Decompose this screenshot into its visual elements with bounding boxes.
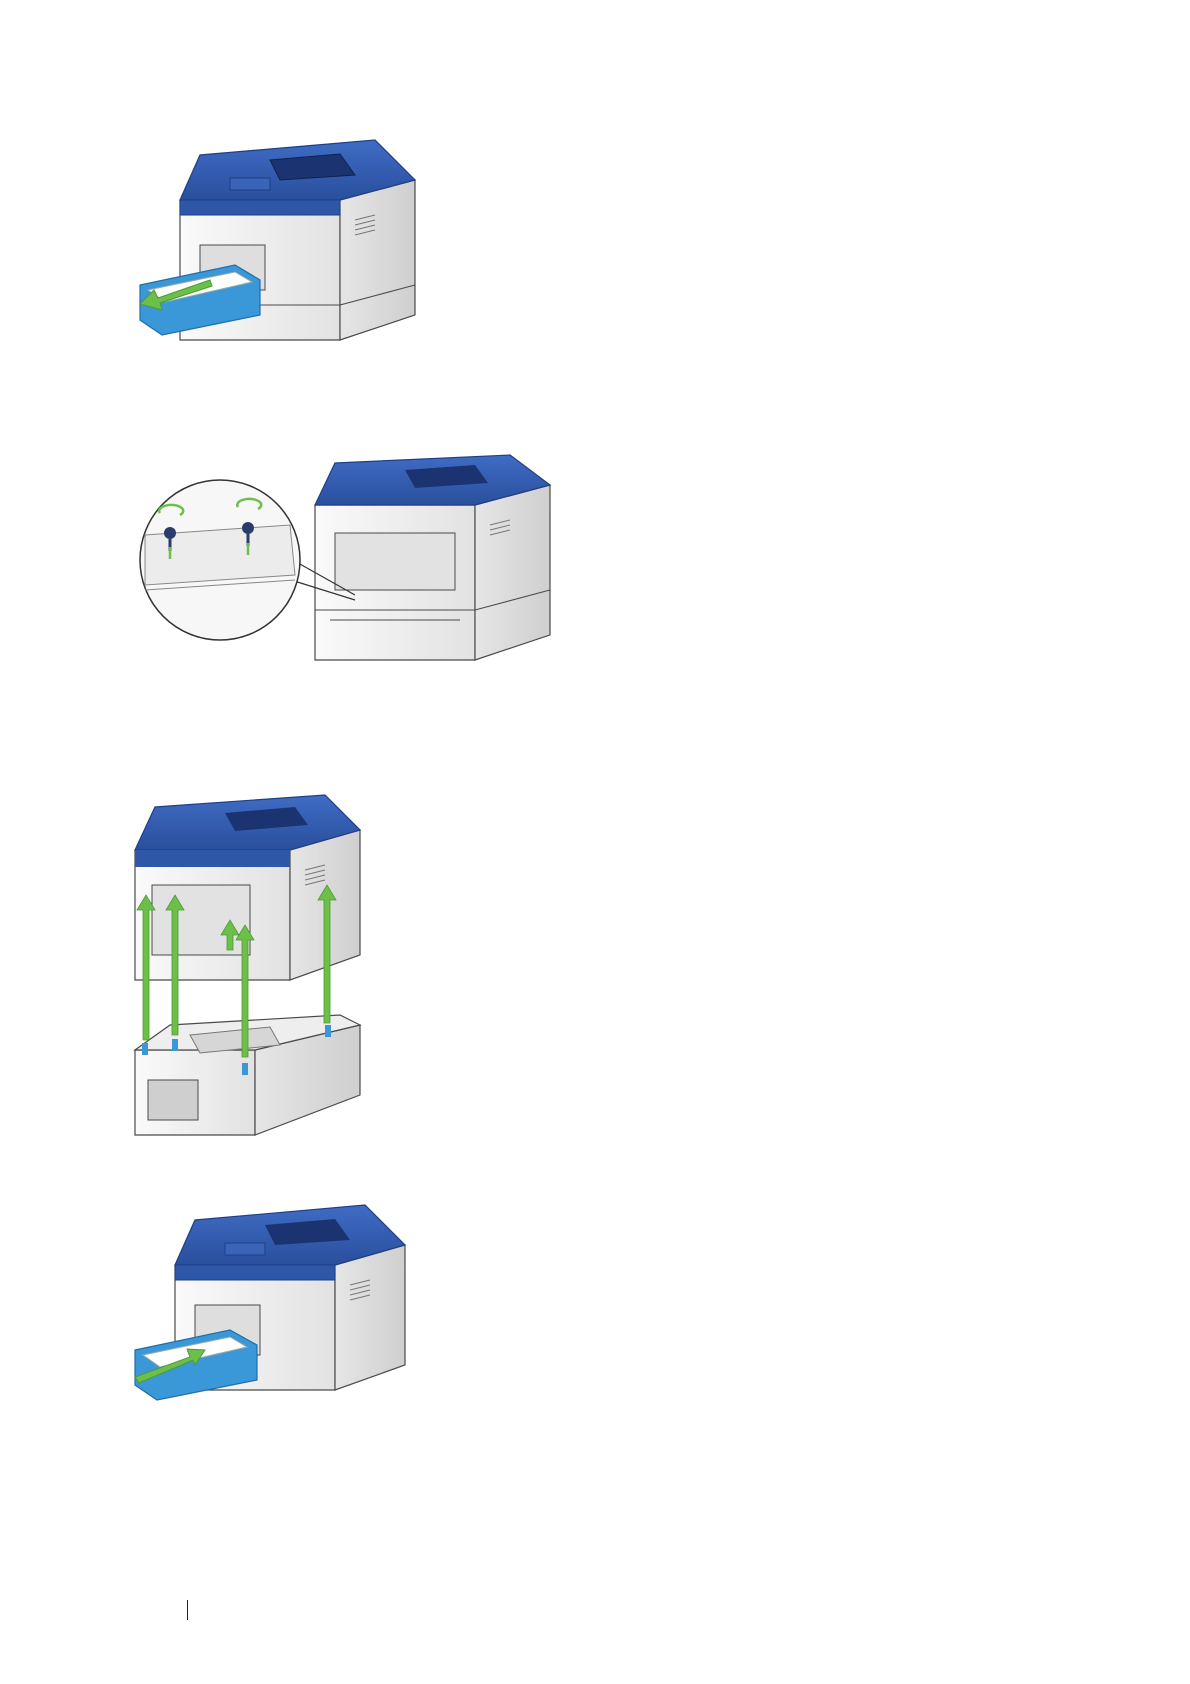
page-footer-rule bbox=[187, 1600, 188, 1620]
printer-tray-pull-out-illustration bbox=[140, 140, 420, 380]
figure-insert-tray bbox=[135, 1205, 415, 1445]
figure-remove-screws bbox=[140, 455, 560, 685]
printer-screw-removal-illustration bbox=[140, 455, 560, 685]
printer-lift-off-feeder-illustration bbox=[130, 795, 390, 1145]
printer-tray-insert-illustration bbox=[135, 1205, 415, 1445]
figure-remove-tray bbox=[140, 140, 420, 380]
figure-lift-printer bbox=[130, 795, 390, 1145]
